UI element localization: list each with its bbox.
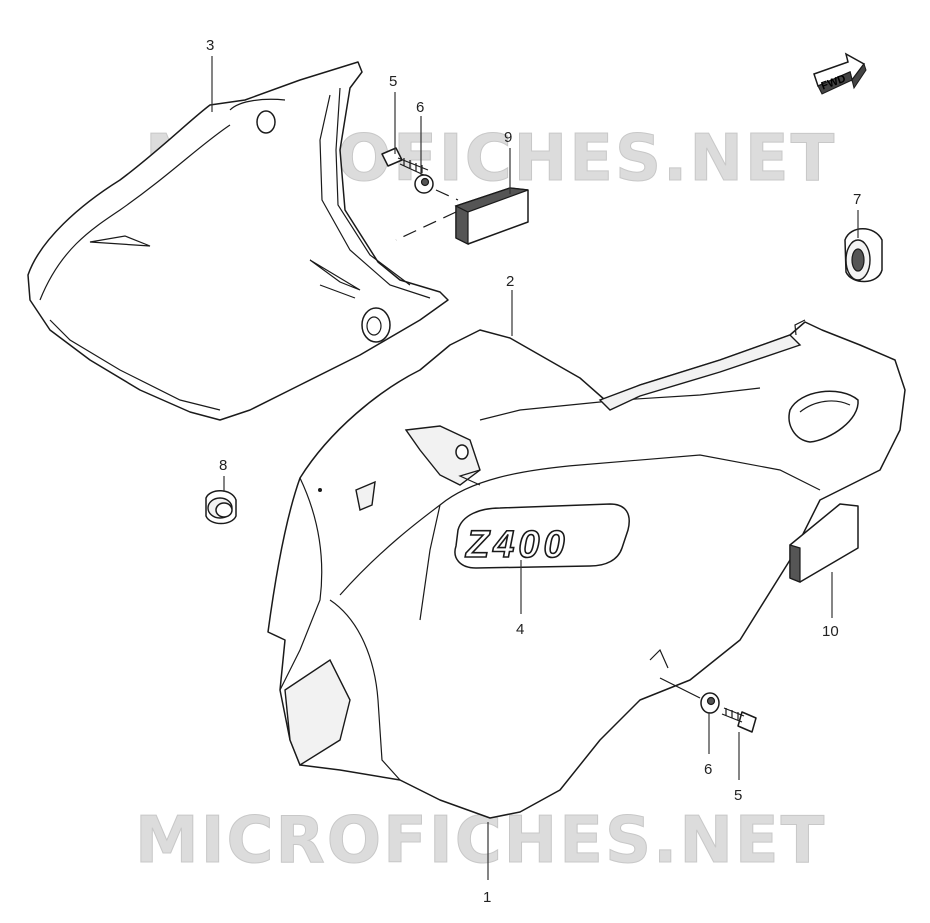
assembly-line-lower bbox=[659, 677, 701, 699]
pad-upper bbox=[454, 187, 529, 245]
callout-4: 4 bbox=[516, 621, 524, 638]
bolt-upper bbox=[381, 147, 429, 177]
callouts: 3 5 6 9 7 2 8 4 10 6 5 1 bbox=[206, 37, 861, 906]
side-cover-lower bbox=[267, 319, 906, 819]
grommet-small bbox=[205, 490, 237, 525]
washer-upper bbox=[414, 174, 434, 194]
callout-5-upper: 5 bbox=[389, 73, 397, 90]
bolt-lower bbox=[721, 707, 757, 733]
callout-6-upper: 6 bbox=[416, 99, 424, 116]
leader-lines bbox=[211, 56, 859, 880]
callout-5-lower: 5 bbox=[734, 787, 742, 804]
fwd-arrow-icon: FWD bbox=[813, 52, 867, 95]
pad-lower bbox=[789, 503, 859, 583]
callout-7: 7 bbox=[853, 191, 861, 208]
assembly-line-upper bbox=[395, 189, 459, 241]
callout-10: 10 bbox=[822, 623, 839, 640]
grommet-large bbox=[844, 228, 883, 283]
callout-2: 2 bbox=[506, 273, 514, 290]
watermark-bottom: MICROFICHES.NET bbox=[135, 804, 826, 878]
callout-6-lower: 6 bbox=[704, 761, 712, 778]
callout-1: 1 bbox=[483, 889, 491, 906]
callout-9: 9 bbox=[504, 129, 512, 146]
callout-8: 8 bbox=[219, 457, 227, 474]
z400-emblem-text: Z400 bbox=[465, 524, 569, 566]
side-cover-upper bbox=[27, 61, 449, 421]
washer-lower bbox=[700, 692, 720, 714]
z400-emblem: Z400 bbox=[454, 503, 630, 569]
callout-3: 3 bbox=[206, 37, 214, 54]
